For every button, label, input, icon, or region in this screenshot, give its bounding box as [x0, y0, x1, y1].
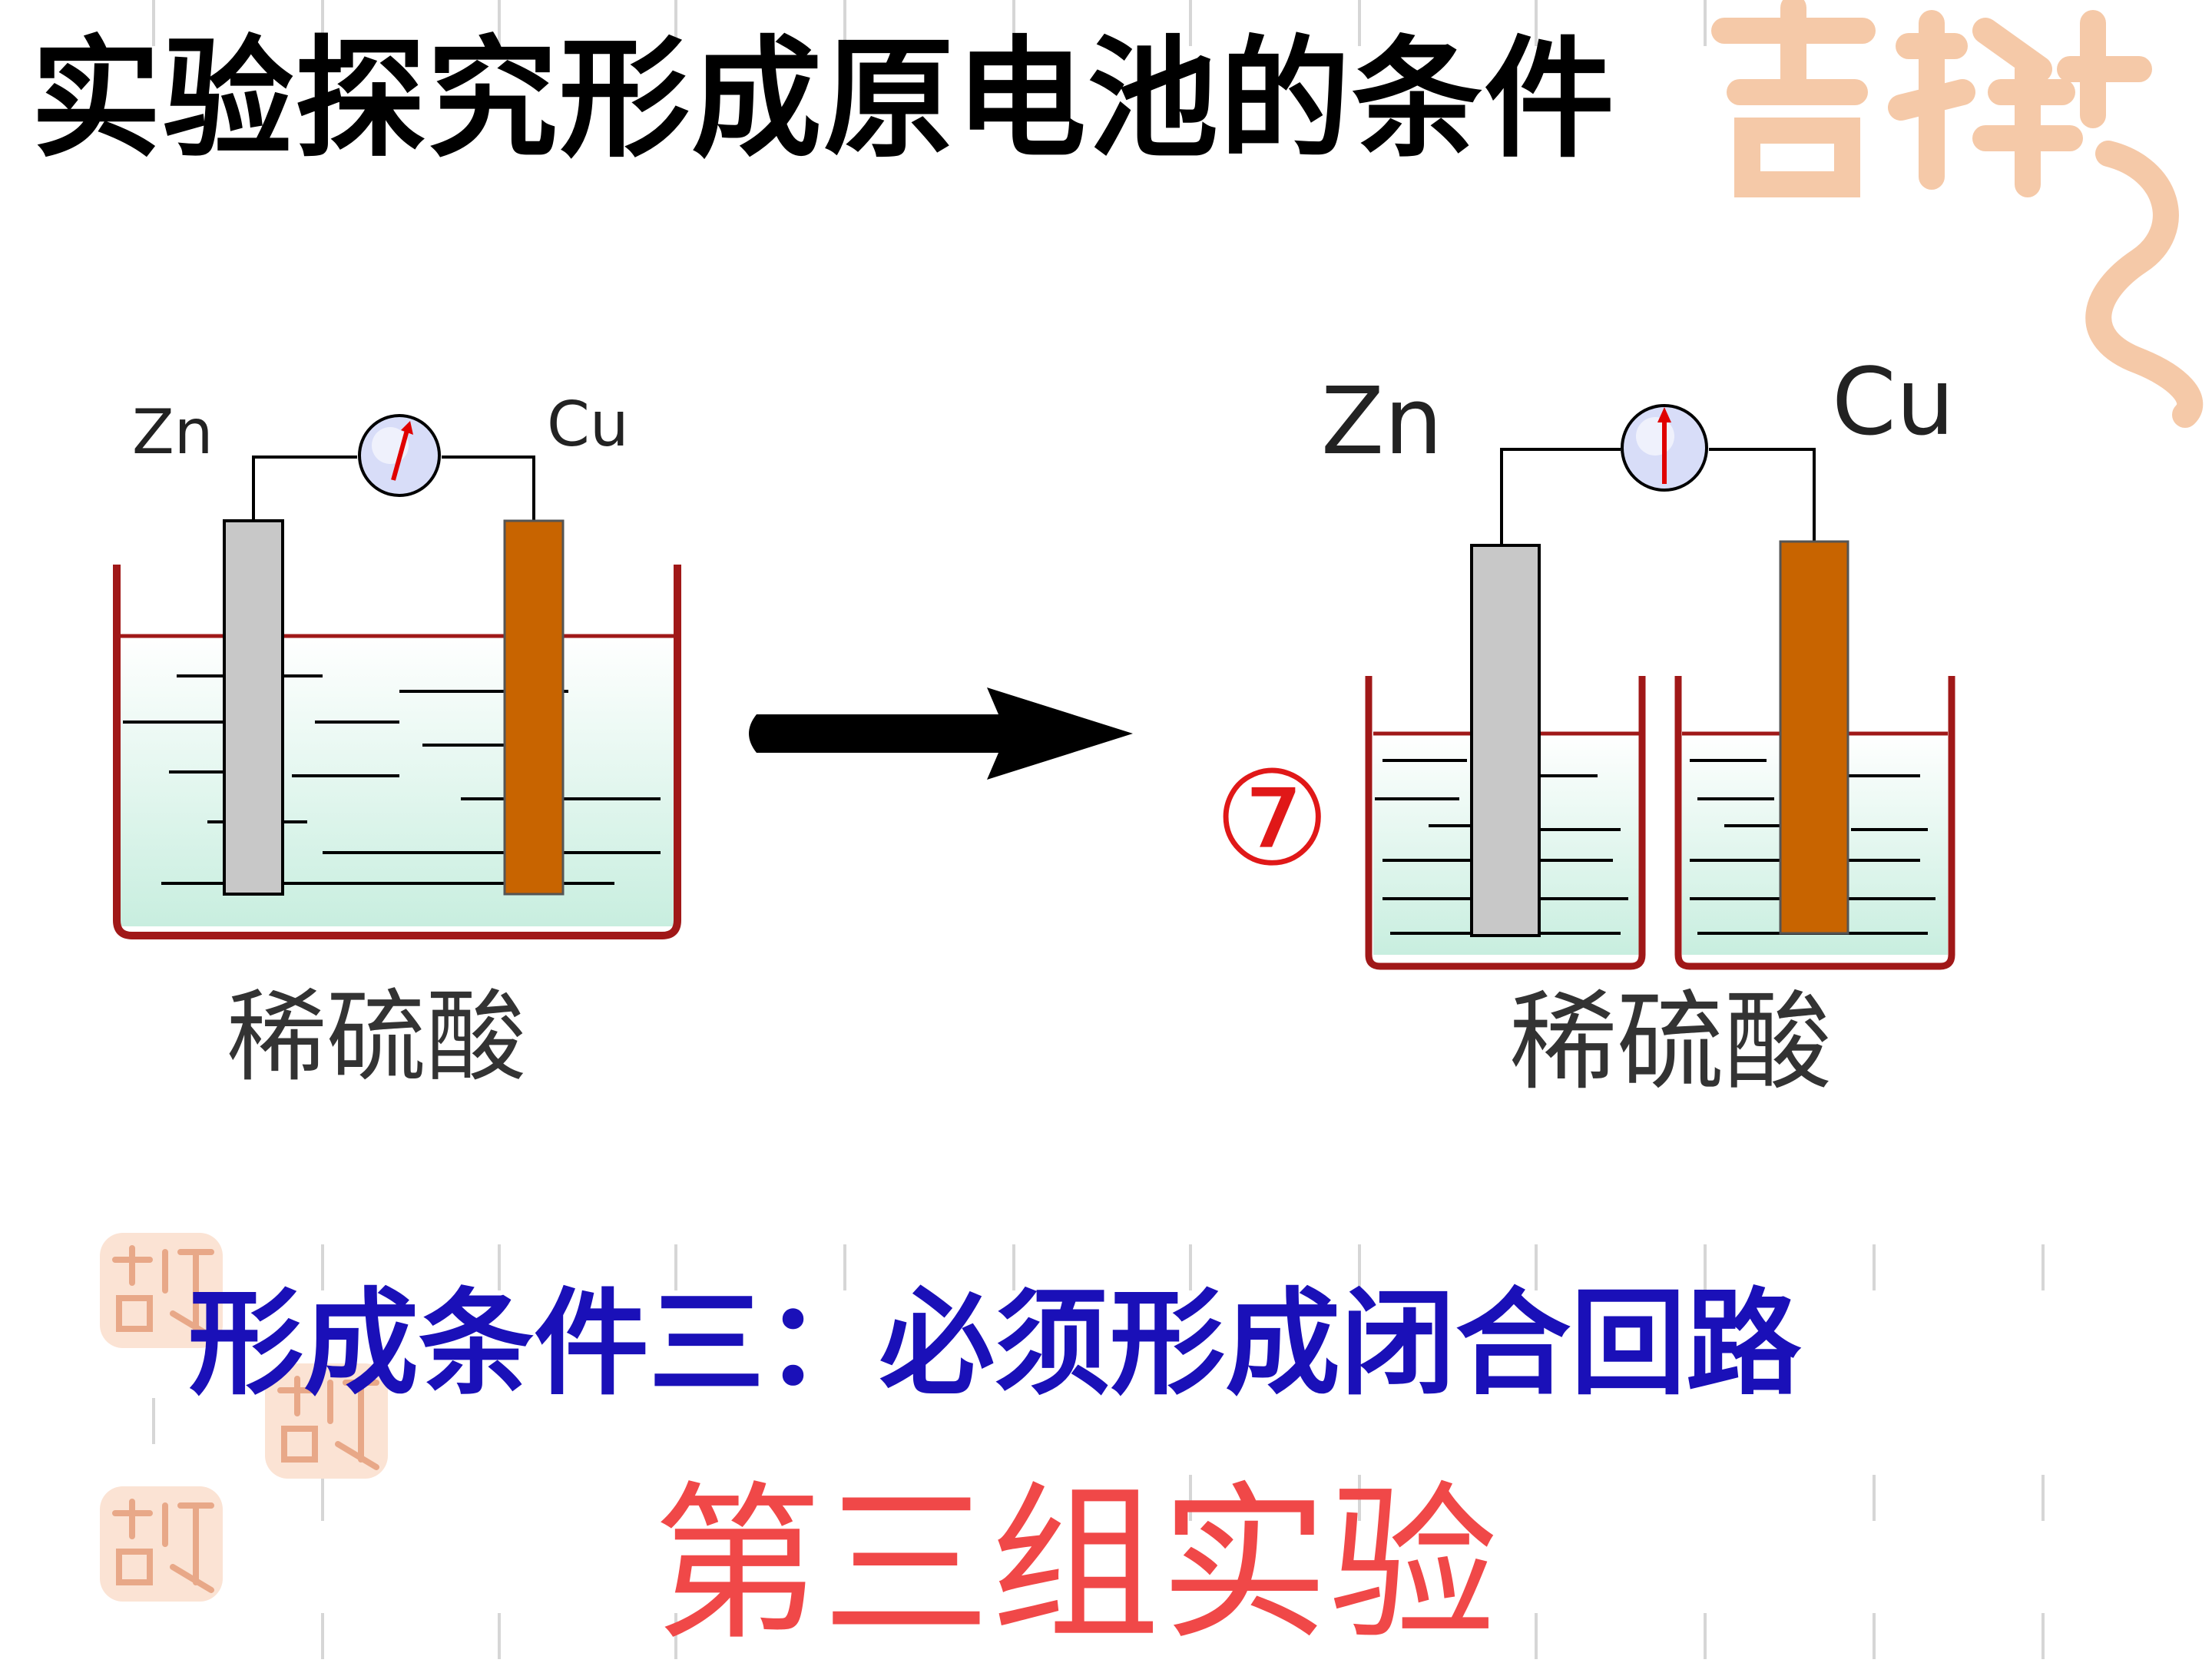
left-zn-label: Zn	[132, 396, 214, 468]
right-right-beaker	[1674, 676, 1955, 970]
formation-condition-text: 形成条件三：必须形成闭合回路	[188, 1277, 1802, 1411]
experiment-number: ⑦	[1214, 744, 1330, 896]
right-cu-label: Cu	[1832, 349, 1955, 456]
right-left-beaker	[1365, 676, 1646, 970]
left-copper-electrode	[503, 519, 565, 896]
decorative-seal-logo	[1711, 0, 2204, 428]
left-cu-label: Cu	[547, 389, 629, 460]
left-beaker	[113, 565, 681, 939]
slide-title: 实验探究形成原电池的条件	[31, 24, 1617, 176]
decorative-seal-small-1	[100, 1233, 223, 1348]
left-wire	[252, 456, 357, 521]
transition-arrow	[749, 687, 1133, 780]
left-solution	[120, 636, 674, 926]
left-galvanometer	[358, 414, 441, 497]
right-copper-electrode	[1779, 540, 1849, 935]
experiment-group-heading: 第三组实验	[653, 1466, 1498, 1663]
right-galvanometer	[1621, 404, 1708, 492]
right-zinc-electrode	[1470, 544, 1541, 937]
galvanic-cell-diagram: Zn Cu 稀硫酸 ⑦	[113, 349, 1955, 1105]
left-setup: Zn Cu 稀硫酸	[113, 389, 681, 1095]
decorative-seal-small-2	[265, 1363, 388, 1479]
right-wire	[1500, 448, 1621, 545]
decorative-seal-small-3	[100, 1486, 223, 1602]
right-setup: ⑦	[1214, 349, 1955, 1105]
right-zn-label: Zn	[1321, 369, 1442, 475]
right-solution-label: 稀硫酸	[1509, 980, 1832, 1105]
left-zinc-electrode	[223, 519, 284, 896]
left-solution-label: 稀硫酸	[227, 979, 526, 1095]
